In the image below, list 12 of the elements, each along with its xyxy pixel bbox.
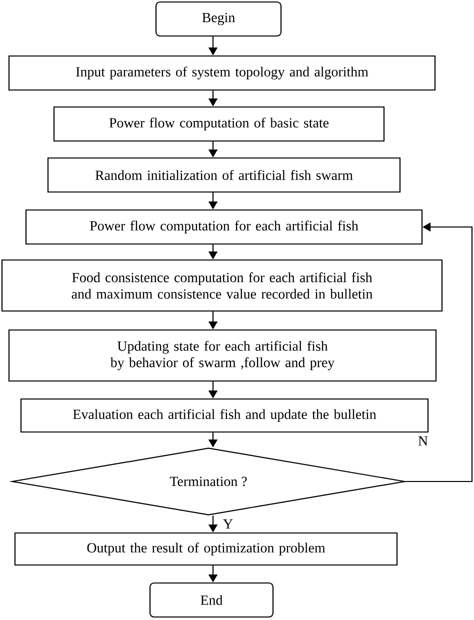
edge-label: N [416, 435, 430, 447]
process-box: Random initialization of artificial fish swarm [47, 157, 401, 193]
edge-label: Y [222, 518, 234, 530]
process-box: Updating state for each artificial fish by behavior of swarm ,follow and prey [8, 329, 437, 382]
process-box: Output the result of optimization problem [14, 532, 398, 566]
terminal-box: End [149, 582, 274, 618]
process-box: Food consistence computation for each artificial fish and maximum consistence value recorded in bulletin [1, 259, 443, 312]
process-box: Power flow computation of basic state [53, 106, 385, 142]
process-box: Input parameters of system topology and algorithm [8, 55, 436, 91]
process-box: Power flow computation for each artificial fish [25, 209, 423, 245]
process-box: Evaluation each artificial fish and update the bulletin [20, 398, 429, 433]
terminal-box: Begin [155, 1, 282, 37]
